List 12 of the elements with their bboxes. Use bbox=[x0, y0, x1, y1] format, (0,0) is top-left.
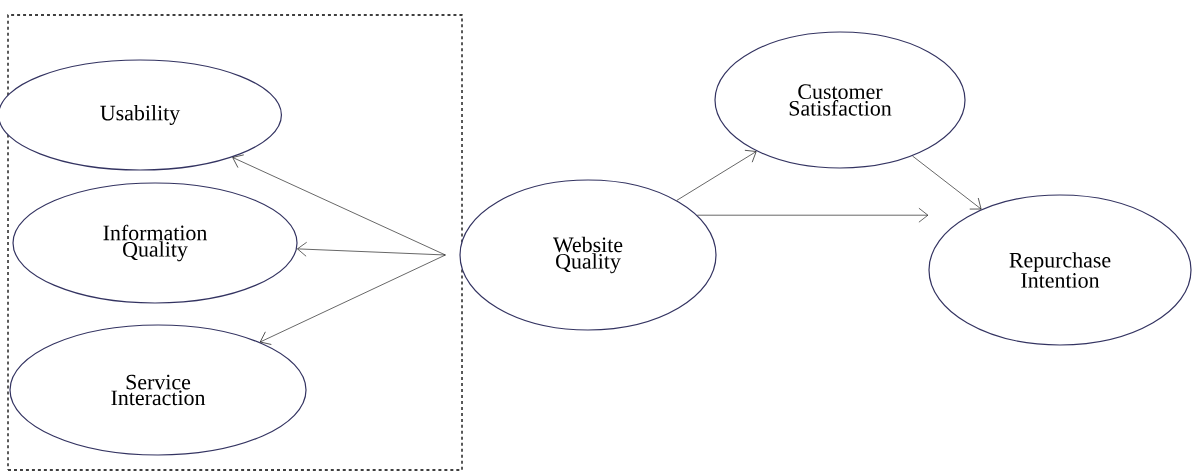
ellipse-node: Information Quality bbox=[12, 182, 298, 304]
arrow bbox=[676, 150, 757, 201]
arrow bbox=[297, 241, 446, 257]
dashed-group-box bbox=[7, 14, 463, 471]
arrow bbox=[259, 254, 446, 345]
arrow bbox=[232, 154, 446, 256]
ellipse-node: Repurchase Intention bbox=[928, 194, 1192, 346]
arrow bbox=[697, 207, 929, 223]
ellipse-node: Service Interaction bbox=[9, 324, 307, 456]
ellipse-node: Website Quality bbox=[459, 179, 717, 331]
ellipse-node: Customer Satisfaction bbox=[714, 31, 966, 169]
arrow bbox=[912, 155, 982, 210]
